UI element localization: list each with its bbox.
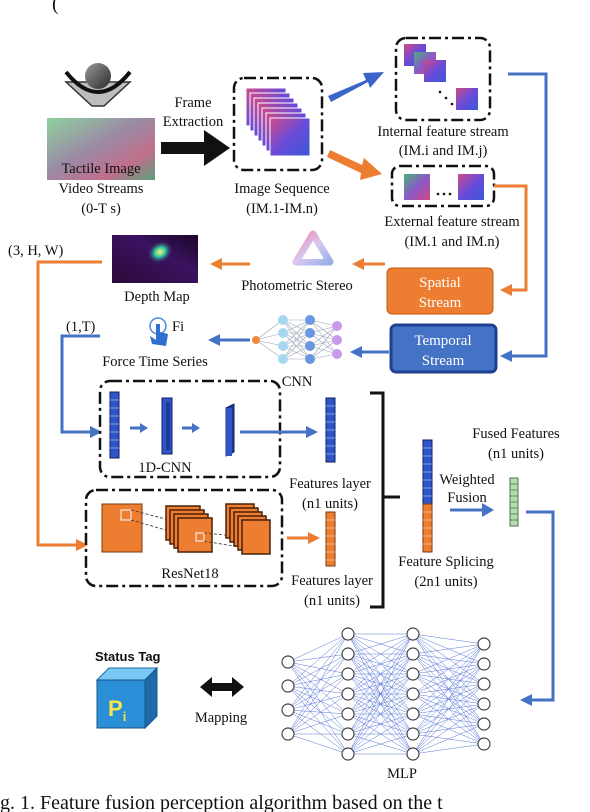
weighted-label-line1: Weighted — [439, 472, 495, 488]
internal-stream-box — [394, 36, 492, 122]
sequence-label-line1: Image Sequence — [234, 181, 329, 197]
resnet-label: ResNet18 — [161, 566, 218, 582]
mapping-double-arrow — [200, 677, 244, 697]
internal-label-line1: Internal feature stream — [377, 124, 509, 140]
mlp-label: MLP — [387, 766, 417, 782]
mlp-node — [477, 677, 491, 691]
external-label-line1: External feature stream — [384, 214, 520, 230]
figure-caption: g. 1. Feature fusion perception algorith… — [0, 792, 443, 812]
features1-label-line1: Features layer — [289, 476, 371, 492]
depth-label: Depth Map — [124, 289, 190, 305]
connector-force-to-cnn1d — [60, 334, 100, 434]
spliced-feature-bar — [422, 439, 433, 553]
mlp-node — [406, 747, 420, 761]
internal-label-line2: (IM.i and IM.j) — [399, 143, 488, 159]
features1-label-line2: (n1 units) — [302, 496, 358, 512]
temporal-stream-box — [389, 323, 498, 374]
clipped-top-text: ( — [52, 0, 59, 15]
mlp-node — [477, 737, 491, 751]
mlp-node — [281, 679, 295, 693]
tactile-image — [47, 118, 155, 180]
spatial-label-line2: Stream — [419, 295, 462, 311]
splicing-label-line2: (2n1 units) — [414, 574, 477, 590]
internal-frames — [404, 44, 478, 110]
spatial-stream-box — [386, 267, 494, 315]
mlp-node — [477, 637, 491, 651]
external-label-line2: (IM.1 and IM.n) — [404, 234, 499, 250]
connector-internal-to-temporal — [508, 72, 548, 358]
frame-label-line1: Frame — [174, 95, 211, 111]
force-dims: (1,T) — [66, 319, 96, 335]
weighted-label-line2: Fusion — [447, 490, 487, 506]
connector-fused-to-mlp — [526, 510, 555, 702]
image-stack — [245, 87, 311, 157]
external-frame-first — [404, 174, 430, 200]
input-range: (0-T s) — [81, 201, 121, 217]
input-title-line1: Tactile Image — [61, 161, 140, 177]
resnet-layers — [101, 503, 271, 555]
depth-dims: (3, H, W) — [8, 243, 63, 259]
mlp-node — [341, 627, 355, 641]
mlp-node — [341, 667, 355, 681]
mlp-node — [341, 747, 355, 761]
fused-feature-bar — [509, 477, 519, 527]
mlp-node — [341, 687, 355, 701]
mlp-node — [406, 727, 420, 741]
features2-label-line1: Features layer — [291, 573, 373, 589]
status-p-symbol: Pi — [108, 696, 126, 724]
tactile-sensor-icon — [64, 63, 132, 107]
mlp-node — [477, 657, 491, 671]
external-frame-last — [458, 174, 484, 200]
status-cube-icon — [95, 666, 159, 730]
mlp-node — [406, 627, 420, 641]
cnn1d-box — [98, 379, 282, 479]
sequence-label-line2: (IM.1-IM.n) — [246, 201, 318, 217]
temporal-label-line1: Temporal — [414, 333, 471, 349]
temporal-label-line2: Stream — [422, 353, 465, 369]
force-fi: Fi — [172, 319, 184, 335]
photometric-label: Photometric Stereo — [241, 278, 353, 294]
resnet-box — [84, 488, 284, 588]
features2-label-line2: (n1 units) — [304, 593, 360, 609]
mlp-network — [281, 627, 491, 761]
connector-depth-to-resnet — [36, 260, 102, 547]
photometric-stereo-icon — [292, 230, 334, 266]
mlp-node — [406, 647, 420, 661]
arrow-to-external — [327, 150, 382, 180]
mlp-node — [406, 667, 420, 681]
mlp-node — [281, 703, 295, 717]
force-label: Force Time Series — [102, 354, 208, 370]
spatial-label-line1: Spatial — [419, 275, 461, 291]
features-bar-orange — [325, 511, 336, 567]
cnn-network — [252, 315, 342, 364]
fused-label-line1: Fused Features — [472, 426, 560, 442]
mlp-node — [341, 707, 355, 721]
cnn1d-label: 1D-CNN — [138, 460, 192, 476]
mlp-node — [406, 707, 420, 721]
input-title-line2: Video Streams — [59, 181, 144, 197]
frame-extraction-arrow — [161, 130, 230, 166]
cnn-label: CNN — [282, 374, 313, 390]
mlp-node — [477, 697, 491, 711]
mlp-node — [477, 717, 491, 731]
status-tag-label: Status Tag — [95, 649, 161, 664]
image-sequence-box — [232, 76, 324, 172]
features-bracket — [370, 391, 400, 609]
connector-external-to-spatial — [494, 184, 528, 292]
fused-label-line2: (n1 units) — [488, 446, 544, 462]
splicing-label-line1: Feature Splicing — [398, 554, 493, 570]
mlp-node — [341, 727, 355, 741]
touch-hand-icon — [149, 317, 168, 346]
mlp-node — [341, 647, 355, 661]
frame-label-line2: Extraction — [163, 114, 224, 130]
arrow-to-internal — [328, 72, 384, 102]
mlp-node — [406, 687, 420, 701]
mapping-label: Mapping — [195, 710, 247, 726]
cnn1d-layers — [109, 391, 235, 459]
mlp-node — [281, 727, 295, 741]
mlp-node — [281, 655, 295, 669]
